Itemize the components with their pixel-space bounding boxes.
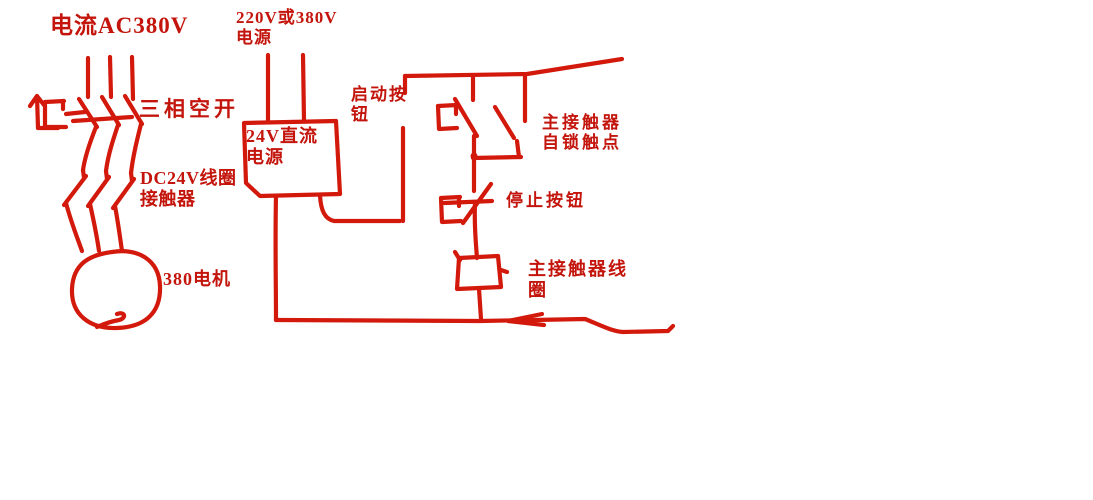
- dc-supply-box: [241, 118, 343, 199]
- selflock-lower-stub: [514, 138, 522, 160]
- riser-wire: [400, 73, 408, 224]
- dc-contactor-label: DC24V线圈 接触器: [140, 168, 237, 210]
- contactor-blade-1: [61, 167, 89, 208]
- breaker-actuator: [42, 98, 69, 130]
- contactor-blade-2: [85, 168, 112, 209]
- main-power-circuit: [27, 54, 163, 331]
- control-feed-line-2: [300, 52, 307, 124]
- breaker-blade-1: [76, 96, 100, 130]
- start-button-blade: [452, 96, 480, 139]
- phase-line-2-top: [107, 54, 114, 100]
- junction-bar: [470, 154, 524, 161]
- bottom-bus-wire: [273, 316, 676, 335]
- stop-to-coil-wire: [472, 200, 480, 261]
- phase-line-3-mid: [128, 121, 144, 176]
- start-button-actuator: [435, 102, 460, 132]
- top-bus-wire: [402, 56, 625, 79]
- dc-supply-out-right: [317, 193, 403, 224]
- selflock-contact-label: 主接触器 自锁触点: [542, 113, 622, 153]
- breaker-label: 三相空开: [139, 97, 239, 121]
- control-circuit: [241, 52, 676, 335]
- coil-out-wire: [476, 286, 484, 322]
- coil-box-ticks: [452, 249, 510, 275]
- motor-label: 380电机: [163, 269, 231, 289]
- stop-button-contact-bar: [441, 198, 495, 206]
- phase-line-1-lower: [63, 200, 85, 254]
- phase-line-2-mid: [103, 122, 121, 174]
- main-supply-label: 电流AC380V: [50, 13, 189, 38]
- phase-line-2-lower: [87, 201, 102, 254]
- phase-line-3-lower: [112, 203, 125, 254]
- stop-button-label: 停止按钮: [506, 191, 586, 210]
- bus-arrowhead: [505, 311, 547, 328]
- contactor-coil-label: 主接触器线 圈: [528, 259, 628, 301]
- selflock-blade: [492, 104, 517, 141]
- breaker-link: [63, 109, 88, 117]
- control-supply-label: 220V或380V 电源: [236, 8, 338, 48]
- breaker-blade-2: [99, 94, 122, 128]
- phase-line-1-mid: [80, 124, 99, 173]
- start-button-label: 启动按 钮: [351, 85, 408, 125]
- phase-line-3-top: [129, 54, 136, 102]
- motor-circle: [69, 249, 163, 331]
- dc-supply-label: 24V直流 电源: [246, 126, 318, 168]
- contactor-blade-3: [110, 170, 137, 211]
- breaker-tiebar: [70, 114, 135, 124]
- breaker-blade-3: [122, 93, 145, 127]
- coil-box: [454, 253, 504, 292]
